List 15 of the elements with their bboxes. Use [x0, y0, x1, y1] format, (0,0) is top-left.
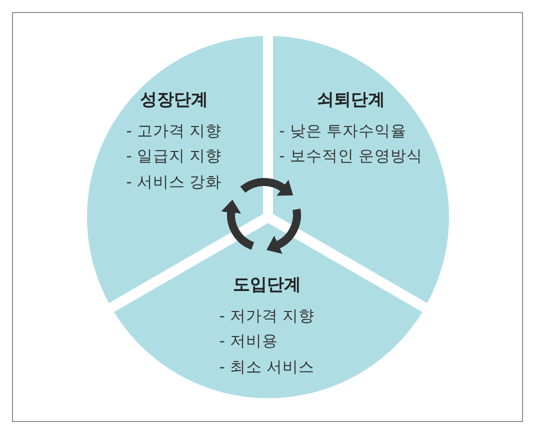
- list-item: - 저비용: [219, 331, 278, 352]
- stage-heading: 도입단계: [232, 274, 301, 296]
- list-item: - 고가격 지향: [126, 120, 222, 142]
- list-item: - 최소 서비스: [219, 356, 315, 378]
- cycle-arrow: [240, 178, 294, 196]
- list-item: - 서비스 강화: [126, 172, 222, 193]
- stage-heading: 쇠퇴단계: [317, 88, 385, 111]
- cycle-arrow: [266, 208, 301, 254]
- list-item: - 낮은 투자수익율: [279, 120, 407, 142]
- list-item: - 보수적인 운영방식: [279, 146, 423, 168]
- list-item: - 일급지 지향: [126, 146, 222, 168]
- pie-sector: [114, 222, 422, 398]
- list-item: - 저가격 지향: [219, 306, 315, 327]
- cycle-arrow: [221, 200, 254, 250]
- stage-heading: 성장단계: [140, 88, 208, 111]
